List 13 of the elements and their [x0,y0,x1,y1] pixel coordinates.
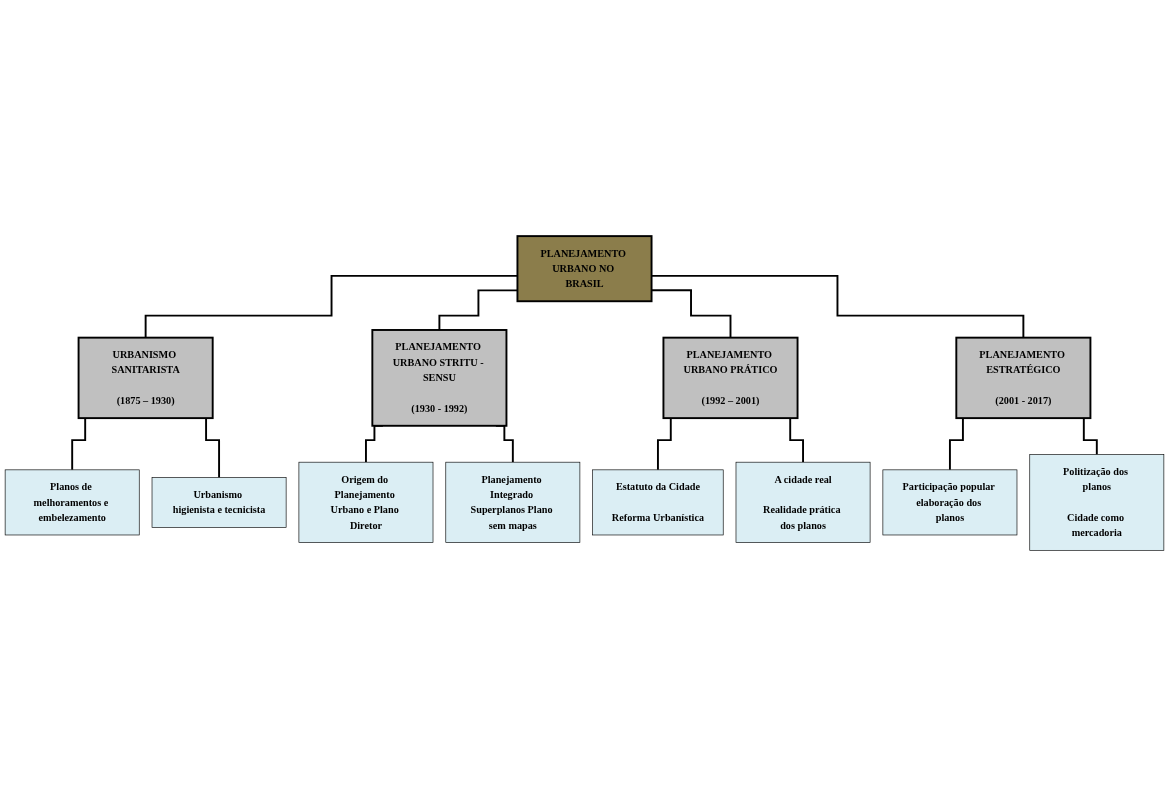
node-box: Urbanismo higienista e tecnicista [151,477,287,528]
node-box: A cidade real Realidade prática dos planos [735,462,871,544]
node-box: Participação popular elaboração dos planos [882,469,1018,536]
node-box: Estatuto da Cidade Reforma Urbanística [592,469,724,536]
node-box: Politização dos planos Cidade como mercadoria [1029,454,1165,551]
node-box: PLANEJAMENTO URBANO NO BRASIL [516,235,653,303]
node-box: PLANEJAMENTO URBANO STRITU - SENSU (1930 - 1992) [371,329,508,427]
node-box: Origem do Planejamento Urbano e Plano Diretor [298,462,434,544]
node-box: PLANEJAMENTO ESTRATÉGICO (2001 - 2017) [955,336,1092,420]
node-box: Planejamento Integrado Superplanos Plano sem mapas [445,462,581,544]
node-box: PLANEJAMENTO URBANO PRÁTICO (1992 – 2001) [662,336,799,420]
node-box: URBANISMO SANITARISTA (1875 – 1930) [77,336,214,420]
node-box: Planos de melhoramentos e embelezamento [4,469,140,536]
